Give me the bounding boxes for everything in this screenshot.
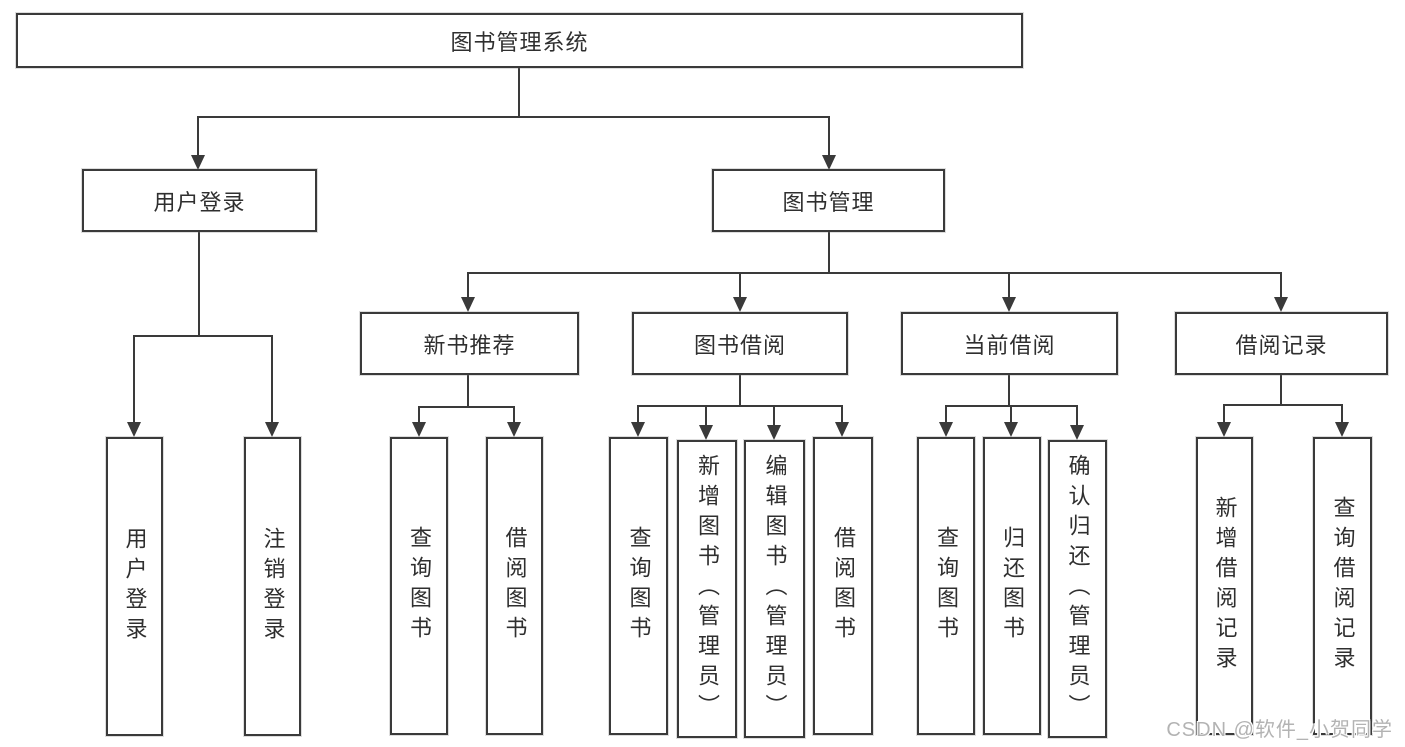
node-label: 当前借阅 bbox=[963, 332, 1056, 358]
arrow-down-icon bbox=[631, 422, 645, 437]
connector-line bbox=[1075, 405, 1079, 426]
connector-line bbox=[944, 405, 948, 423]
arrow-down-icon bbox=[412, 422, 426, 437]
node-label: 注销登录 bbox=[260, 526, 286, 647]
connector-line bbox=[636, 404, 844, 408]
arrow-down-icon bbox=[507, 422, 521, 437]
connector-line bbox=[517, 67, 521, 118]
watermark: CSDN @软件_小贺同学 bbox=[1166, 719, 1393, 741]
node-label: 编辑图书（管理员） bbox=[762, 454, 788, 724]
node-label: 用户登录 bbox=[122, 526, 148, 647]
diagram-node-new-book-rec: 新书推荐 bbox=[360, 312, 579, 375]
arrow-down-icon bbox=[767, 425, 781, 440]
arrow-down-icon bbox=[699, 425, 713, 440]
connector-line bbox=[827, 117, 831, 158]
connector-line bbox=[466, 271, 1283, 275]
connector-line bbox=[1279, 374, 1283, 406]
diagram-node-leaf-borrow-book-1: 借阅图书 bbox=[486, 437, 543, 735]
node-label: 查询图书 bbox=[407, 526, 432, 646]
arrow-down-icon bbox=[1070, 425, 1084, 440]
connector-line bbox=[1279, 272, 1283, 299]
arrow-down-icon bbox=[939, 422, 953, 437]
node-label: 图书管理 bbox=[782, 189, 875, 215]
connector-line bbox=[704, 405, 708, 426]
connector-line bbox=[466, 374, 470, 408]
node-label: 新书推荐 bbox=[423, 332, 516, 358]
connector-line bbox=[196, 115, 831, 119]
connector-line bbox=[466, 272, 470, 299]
arrow-down-icon bbox=[1335, 422, 1349, 437]
diagram-node-leaf-confirm-return: 确认归还（管理员） bbox=[1048, 440, 1107, 738]
arrow-down-icon bbox=[1274, 297, 1288, 312]
diagram-node-leaf-borrow-book-2: 借阅图书 bbox=[813, 437, 873, 735]
connector-line bbox=[738, 374, 742, 407]
diagram-node-borrow-records: 借阅记录 bbox=[1175, 312, 1388, 375]
connector-line bbox=[132, 335, 136, 423]
connector-line bbox=[1007, 374, 1011, 407]
connector-line bbox=[132, 334, 274, 338]
connector-line bbox=[636, 405, 640, 423]
connector-line bbox=[840, 405, 844, 423]
node-label: 查询借阅记录 bbox=[1330, 496, 1356, 676]
diagram-node-leaf-query-book-1: 查询图书 bbox=[390, 437, 448, 735]
connector-line bbox=[1222, 403, 1344, 407]
arrow-down-icon bbox=[1004, 422, 1018, 437]
connector-line bbox=[1340, 404, 1344, 423]
diagram-node-leaf-user-login: 用户登录 bbox=[106, 437, 163, 736]
node-label: 新增借阅记录 bbox=[1212, 496, 1238, 676]
node-label: 用户登录 bbox=[153, 189, 246, 215]
connector-line bbox=[1007, 272, 1011, 299]
connector-line bbox=[1222, 404, 1226, 423]
arrow-down-icon bbox=[822, 155, 836, 170]
node-label: 借阅图书 bbox=[831, 526, 856, 646]
arrow-down-icon bbox=[1217, 422, 1231, 437]
connector-line bbox=[417, 405, 516, 409]
node-label: 借阅记录 bbox=[1235, 332, 1328, 358]
arrow-down-icon bbox=[127, 422, 141, 437]
node-label: 查询图书 bbox=[934, 526, 959, 646]
connector-line bbox=[197, 231, 201, 337]
diagram-node-root: 图书管理系统 bbox=[16, 13, 1023, 68]
diagram-node-leaf-query-book-3: 查询图书 bbox=[917, 437, 975, 735]
diagram-node-leaf-query-book-2: 查询图书 bbox=[609, 437, 668, 735]
connector-line bbox=[417, 406, 421, 423]
diagram-node-leaf-add-book: 新增图书（管理员） bbox=[677, 440, 737, 738]
arrow-down-icon bbox=[265, 422, 279, 437]
connector-line bbox=[772, 405, 776, 426]
diagram-node-leaf-return-book: 归还图书 bbox=[983, 437, 1041, 735]
connector-line bbox=[196, 117, 200, 158]
arrow-down-icon bbox=[733, 297, 747, 312]
node-label: 图书借阅 bbox=[693, 332, 786, 358]
arrow-down-icon bbox=[835, 422, 849, 437]
arrow-down-icon bbox=[191, 155, 205, 170]
diagram-node-user-login-branch: 用户登录 bbox=[82, 169, 317, 232]
diagram-node-current-borrow: 当前借阅 bbox=[901, 312, 1118, 375]
connector-line bbox=[1009, 405, 1013, 423]
connector-line bbox=[738, 272, 742, 299]
connector-line bbox=[512, 406, 516, 423]
diagram-node-leaf-query-record: 查询借阅记录 bbox=[1313, 437, 1372, 735]
diagram-node-leaf-logout: 注销登录 bbox=[244, 437, 301, 736]
diagram-node-book-borrow: 图书借阅 bbox=[632, 312, 848, 375]
arrow-down-icon bbox=[1002, 297, 1016, 312]
node-label: 新增图书（管理员） bbox=[695, 454, 720, 724]
diagram-node-leaf-edit-book: 编辑图书（管理员） bbox=[744, 440, 805, 738]
node-label: 查询图书 bbox=[626, 526, 652, 646]
node-label: 图书管理系统 bbox=[450, 29, 589, 55]
connector-line bbox=[270, 335, 274, 423]
diagram-node-leaf-add-record: 新增借阅记录 bbox=[1196, 437, 1253, 735]
node-label: 确认归还（管理员） bbox=[1065, 454, 1091, 724]
diagram-node-book-mgmt-branch: 图书管理 bbox=[712, 169, 945, 232]
arrow-down-icon bbox=[461, 297, 475, 312]
node-label: 归还图书 bbox=[1000, 526, 1025, 646]
node-label: 借阅图书 bbox=[502, 526, 528, 646]
connector-line bbox=[827, 231, 831, 274]
